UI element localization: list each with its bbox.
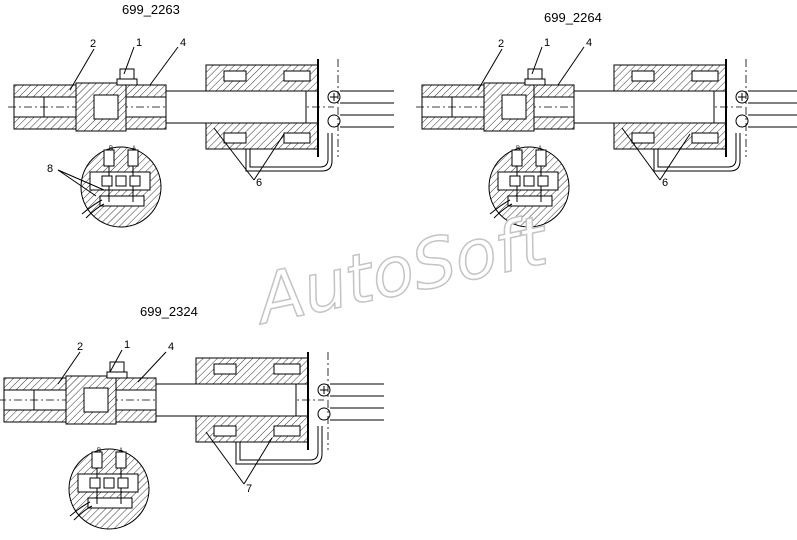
figure-id-label: 699_2324 bbox=[140, 304, 198, 319]
callout-1: 1 bbox=[136, 37, 142, 49]
callout-4: 4 bbox=[168, 341, 174, 353]
port-b-label: B bbox=[97, 448, 101, 454]
port-a-label: A bbox=[538, 146, 542, 152]
callout-4: 4 bbox=[180, 37, 186, 49]
port-a-label: A bbox=[132, 146, 136, 152]
callout-1: 1 bbox=[124, 339, 130, 351]
watermark-text: AutoSoft bbox=[246, 201, 555, 341]
port-b-label: B bbox=[516, 146, 520, 152]
callout-7: 7 bbox=[246, 483, 252, 495]
callout-6: 6 bbox=[256, 177, 262, 189]
callout-8: 8 bbox=[47, 163, 53, 175]
callout-6: 6 bbox=[662, 177, 668, 189]
port-b-label: B bbox=[109, 146, 113, 152]
watermark: AutoSoft bbox=[246, 201, 557, 342]
figure-699-2264: 699_2264 B A 2 1 4 6 bbox=[415, 10, 797, 228]
figure-699-2263: 699_2263 B A 2 1 4 6 8 bbox=[7, 2, 395, 228]
callout-2: 2 bbox=[90, 38, 96, 50]
callout-2: 2 bbox=[77, 341, 83, 353]
callout-1: 1 bbox=[544, 37, 550, 49]
figure-id-label: 699_2264 bbox=[544, 10, 602, 25]
callout-4: 4 bbox=[586, 37, 592, 49]
figure-id-label: 699_2263 bbox=[122, 2, 180, 17]
callout-2: 2 bbox=[498, 38, 504, 50]
port-a-label: A bbox=[119, 448, 123, 454]
figure-699-2324: 699_2324 B A 2 1 4 7 bbox=[0, 304, 385, 530]
